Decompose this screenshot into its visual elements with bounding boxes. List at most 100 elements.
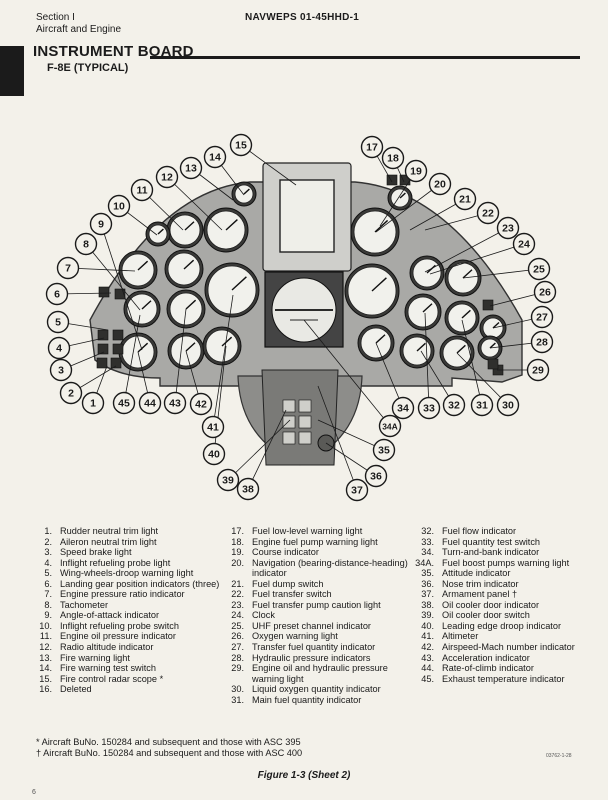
legend-number: 8. <box>44 599 52 610</box>
callout-number: 41 <box>207 422 219 434</box>
callout-circle <box>381 146 405 170</box>
gauge-needle <box>492 321 500 329</box>
callout-number: 30 <box>502 400 514 412</box>
callout-circle <box>533 280 557 304</box>
armament-button <box>282 431 296 445</box>
callout-bubble: 24 <box>512 232 536 256</box>
header-section: Section I Aircraft and Engine <box>36 12 121 36</box>
legend-number: 20. <box>231 557 244 568</box>
callout-number: 23 <box>502 223 514 235</box>
footnotes: * Aircraft BuNo. 150284 and subsequent a… <box>36 737 302 759</box>
callout-leader <box>424 312 430 409</box>
legend-item: 10.Inflight refueling probe switch <box>34 621 222 632</box>
callout-number: 22 <box>482 208 494 220</box>
legend-item: 41.Altimeter <box>410 631 600 642</box>
callout-circle <box>378 414 402 438</box>
section-tab-marker <box>0 46 24 96</box>
callout-bubble: 37 <box>345 478 369 502</box>
legend-item: 34A.Fuel boost pumps warning light <box>410 558 600 569</box>
legend-item: 6.Landing gear position indicators (thre… <box>34 579 222 590</box>
callout-circle <box>45 282 69 306</box>
callout-number: 34A <box>382 422 398 432</box>
legend-number: 33. <box>421 536 434 547</box>
legend-number: 27. <box>231 642 244 653</box>
legend-number: 22. <box>231 589 244 600</box>
gauge-dial <box>404 293 442 331</box>
legend-item: 25.UHF preset channel indicator <box>224 621 410 632</box>
armament-button <box>298 399 312 413</box>
callout-circle <box>56 256 80 280</box>
legend-text: Rudder neutral trim light <box>60 526 159 536</box>
legend-number: 21. <box>231 578 244 589</box>
legend-number: 36. <box>421 578 434 589</box>
legend-item: 11. Engine oil pressure indicator <box>34 631 222 642</box>
legend-number: 32. <box>421 526 434 536</box>
legend-number: 31. <box>231 694 244 705</box>
callout-bubble: 30 <box>496 393 520 417</box>
legend-number: 16. <box>39 684 52 695</box>
legend-text: Fire warning light <box>60 652 130 663</box>
legend-item: 17.Fuel low-level warning light <box>224 526 410 537</box>
callout-circle <box>428 172 452 196</box>
warning-light <box>112 329 124 341</box>
armament-button <box>282 415 296 429</box>
callout-number: 38 <box>242 484 254 496</box>
callout-circle <box>360 135 384 159</box>
callout-bubble: 3 <box>49 358 73 382</box>
gauge-needle <box>375 334 386 344</box>
legend-text: Fuel transfer pump caution light <box>252 599 381 610</box>
gauge-needle <box>183 259 195 270</box>
legend-text: Fuel quantity test switch <box>442 536 541 547</box>
callout-number: 9 <box>98 219 104 231</box>
legend-item: 29.Engine oil and hydraulic pressure war… <box>224 663 410 684</box>
legend-item: 44.Rate-of-climb indicator <box>410 663 600 674</box>
gauge-dial <box>409 255 445 291</box>
legend-number: 37. <box>421 589 434 600</box>
callout-bubble: 11 <box>130 178 154 202</box>
callout-leader <box>100 223 143 351</box>
gauge-needle <box>231 276 247 291</box>
gauge-needle <box>185 342 196 352</box>
callout-bubble: 34A <box>378 414 402 438</box>
callout-circle <box>202 442 226 466</box>
legend-text: Angle-of-attack indicator <box>60 610 160 621</box>
callout-number: 29 <box>532 365 544 377</box>
legend-number: 34. <box>421 547 434 558</box>
callout-circle <box>46 310 70 334</box>
legend-text: Speed brake light <box>60 547 132 558</box>
legend-text: Exhaust temperature indicator <box>442 673 565 684</box>
legend-number: 12. <box>39 642 52 653</box>
gauge-needle <box>225 219 238 231</box>
legend-text: Navigation (bearing-distance-heading) in… <box>252 557 408 579</box>
callout-circle <box>496 393 520 417</box>
callout-circle <box>179 156 203 180</box>
callout-circle <box>130 178 154 202</box>
legend-number: 6. <box>44 578 52 589</box>
section-label: Section I <box>36 12 75 23</box>
gauge-dial <box>231 181 257 207</box>
attitude-indicator <box>264 271 344 348</box>
callout-bubble: 35 <box>372 438 396 462</box>
callout-circle <box>81 391 105 415</box>
callout-number: 17 <box>366 142 378 154</box>
callout-circle <box>49 358 73 382</box>
radar-scope-screen <box>279 179 335 253</box>
callout-number: 5 <box>55 317 61 329</box>
warning-light <box>386 174 398 186</box>
callout-leader <box>429 243 525 275</box>
legend-text: Radio altitude indicator <box>60 642 154 653</box>
warning-light <box>112 343 124 355</box>
callout-leader <box>462 268 540 279</box>
legend-number: 43. <box>421 652 434 663</box>
legend-text: Engine oil pressure indicator <box>60 631 176 642</box>
callout-circle <box>345 478 369 502</box>
legend-item: 37.Armament panel † <box>410 589 600 600</box>
callout-number: 2 <box>68 388 74 400</box>
callout-circle <box>512 232 536 256</box>
callout-bubble: 25 <box>527 257 551 281</box>
legend-text: Clock <box>252 610 275 621</box>
legend-text: Oil cooler door switch <box>442 610 530 621</box>
legend-number: 11. <box>39 631 52 642</box>
callout-bubble: 41 <box>201 415 225 439</box>
legend-text: Tachometer <box>60 599 108 610</box>
